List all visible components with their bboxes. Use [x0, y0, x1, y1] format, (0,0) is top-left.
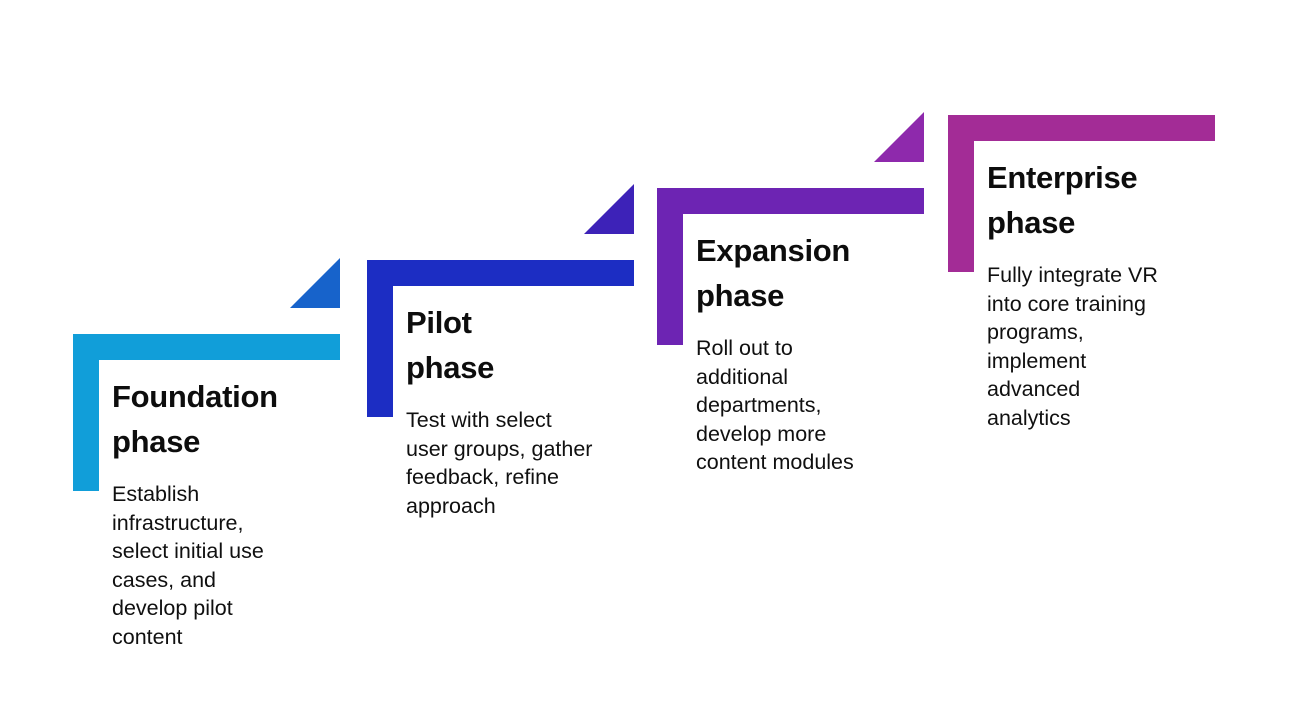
phase-title: Pilot phase: [406, 305, 495, 385]
phase-title: Enterprise phase: [987, 160, 1138, 240]
phase-description: Test with select user groups, gather fee…: [406, 408, 593, 518]
step-corner-shape: [948, 115, 1215, 272]
phase-title: Foundation phase: [112, 379, 278, 459]
step-up-triangle-icon: [290, 258, 340, 308]
step-up-triangle-icon: [584, 184, 634, 234]
step-corner-shape: [657, 188, 924, 345]
step-up-triangle-icon: [874, 112, 924, 162]
step-corner-shape: [73, 334, 340, 491]
phase-description: Establish infrastructure, select initial…: [112, 482, 264, 649]
phase-description: Fully integrate VR into core training pr…: [987, 263, 1158, 430]
phase-title: Expansion phase: [696, 233, 851, 313]
step-corner-shape: [367, 260, 634, 417]
phase-description: Roll out to additional departments, deve…: [696, 336, 854, 474]
